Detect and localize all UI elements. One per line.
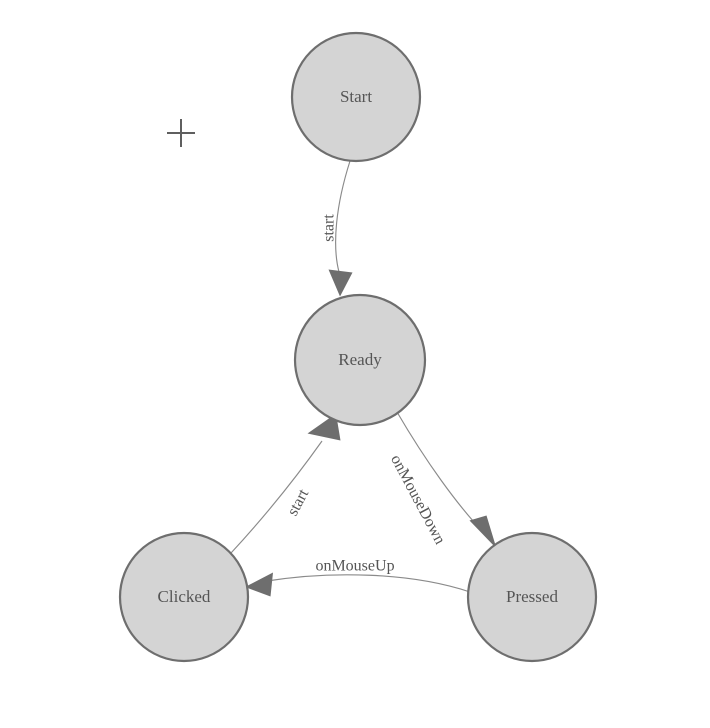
- edge-pressed-to-clicked-label: onMouseUp: [315, 558, 394, 575]
- state-node-clicked-circle: [118, 531, 250, 663]
- edge-ready-to-pressed-label: onMouseDown: [387, 452, 448, 547]
- edge-pressed-to-clicked[interactable]: onMouseUp: [245, 558, 471, 597]
- edge-ready-to-pressed[interactable]: onMouseDown: [387, 411, 497, 549]
- state-node-clicked-label: Clicked: [158, 587, 211, 606]
- edge-start-to-ready[interactable]: start: [321, 160, 353, 297]
- edge-start-to-ready-label: start: [321, 214, 338, 242]
- state-node-clicked[interactable]: Clicked: [118, 531, 250, 663]
- state-node-start-label: Start: [340, 87, 372, 106]
- edge-clicked-to-ready-label: start: [284, 486, 312, 519]
- state-node-pressed-circle: [466, 531, 598, 663]
- state-node-pressed-label: Pressed: [506, 587, 558, 606]
- edge-pressed-to-clicked-path: [266, 574, 471, 593]
- state-node-start[interactable]: Start: [290, 31, 422, 163]
- edge-clicked-to-ready[interactable]: start: [230, 413, 341, 554]
- state-node-ready[interactable]: Ready: [293, 293, 427, 427]
- edge-ready-to-pressed-arrowhead: [469, 515, 497, 549]
- edge-start-to-ready-arrowhead: [328, 269, 353, 297]
- state-node-ready-circle: [293, 293, 427, 427]
- state-node-ready-label: Ready: [338, 350, 382, 369]
- state-node-start-circle: [290, 31, 422, 163]
- edge-clicked-to-ready-path: [230, 440, 323, 554]
- crosshair-icon: [167, 119, 195, 147]
- state-node-pressed[interactable]: Pressed: [466, 531, 598, 663]
- edge-clicked-to-ready-arrowhead: [307, 413, 341, 441]
- edge-start-to-ready-path: [335, 160, 351, 273]
- edge-pressed-to-clicked-arrowhead: [245, 572, 273, 597]
